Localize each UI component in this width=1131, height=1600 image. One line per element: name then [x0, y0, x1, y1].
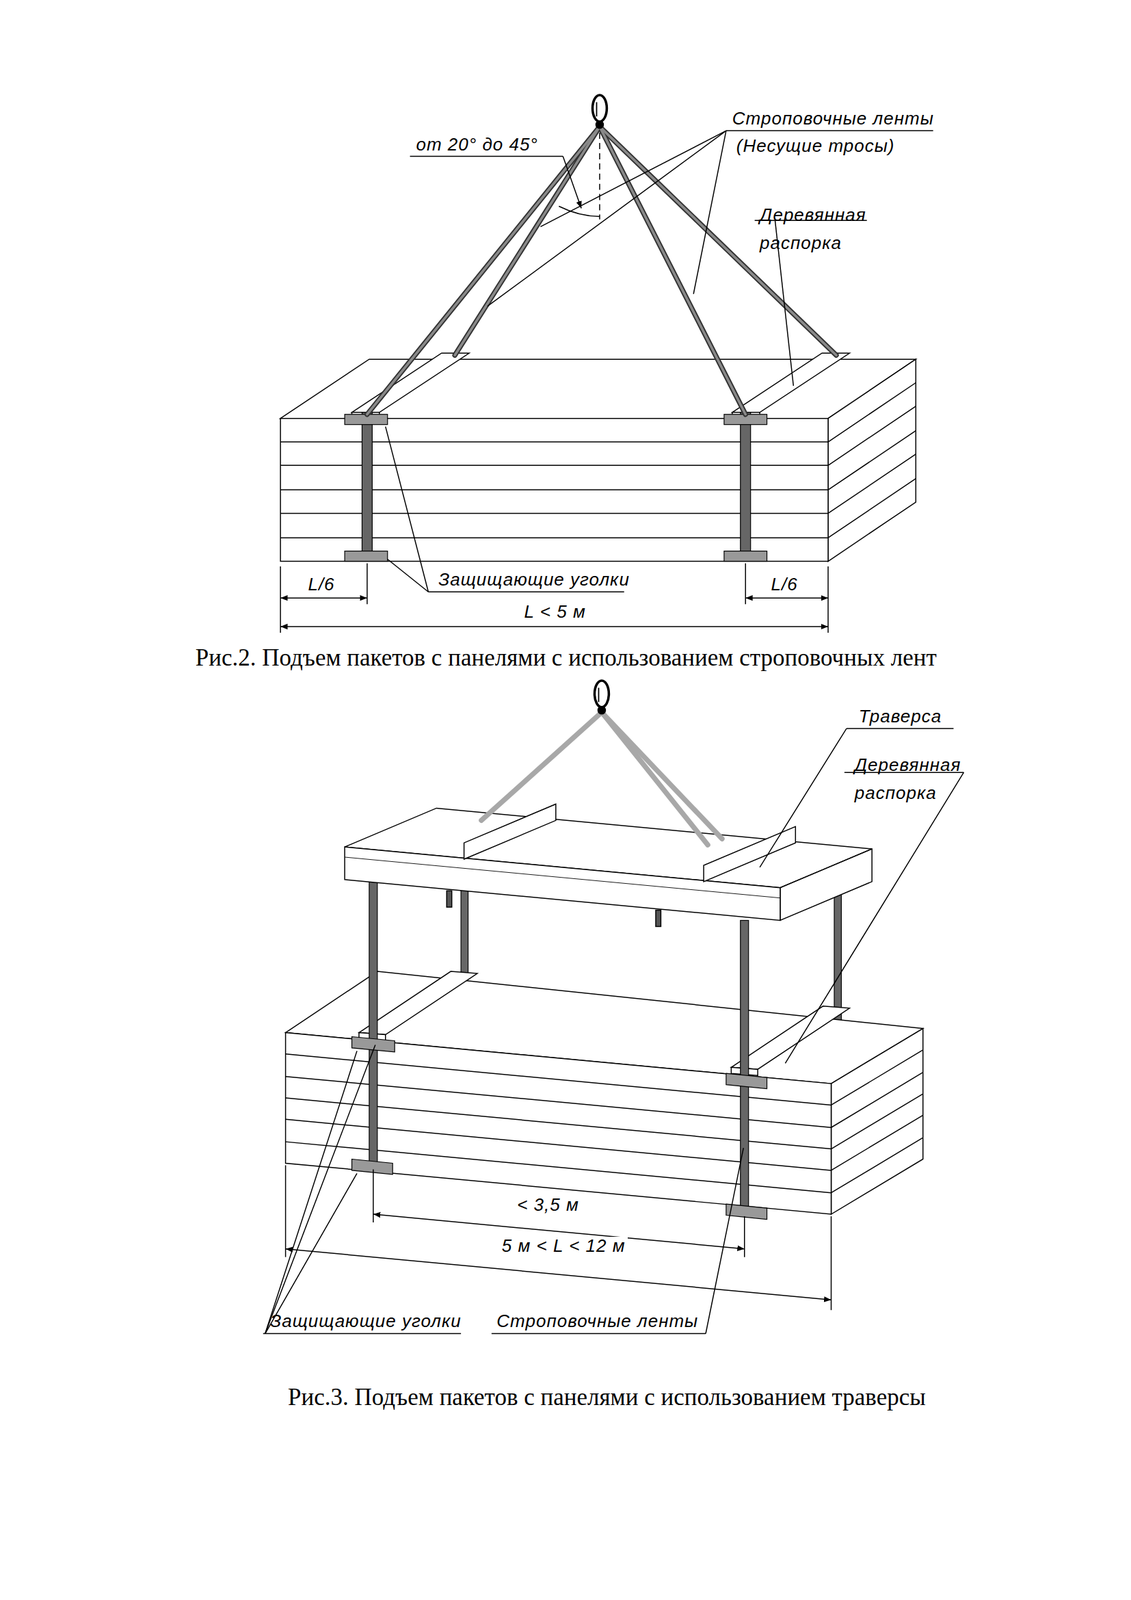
sling-label: (Несущие тросы) — [736, 136, 896, 155]
dimension-line — [280, 562, 829, 632]
leader-line — [385, 130, 934, 592]
crane-hook — [594, 680, 610, 714]
protective-corner — [344, 414, 767, 562]
figure-caption: Рис.2. Подъем пакетов с панелями с испол… — [195, 645, 937, 670]
figure-caption: Рис.3. Подъем пакетов с панелями с испол… — [287, 1384, 926, 1409]
leader-line — [263, 728, 965, 1333]
sling-strap — [361, 412, 751, 560]
crane-hook — [592, 95, 608, 128]
corner-label: Защищающие уголки — [438, 570, 630, 589]
dimension-label: L < 5 м — [522, 602, 589, 621]
dimension-label: 5 м < L < 12 м — [499, 1236, 628, 1255]
dimension-line — [285, 1164, 832, 1310]
sling-line — [367, 126, 837, 415]
corner-label: Защищающие уголки — [270, 1311, 462, 1330]
protective-corner — [352, 1036, 768, 1220]
angle-mark — [410, 132, 600, 220]
spacer-label: Деревянная распорка — [759, 201, 867, 258]
sling-strap — [369, 879, 749, 1212]
sling-label: Строповочные ленты — [496, 1311, 699, 1330]
dimension-label: < 3,5 м — [514, 1195, 582, 1214]
wooden-spacer — [358, 970, 850, 1075]
dimension-label: L/6 — [769, 575, 801, 593]
dimension-label: L/6 — [305, 575, 337, 593]
panel-package — [280, 358, 916, 561]
angle-label: от 20° до 45° — [416, 135, 539, 154]
traverse-beam — [344, 803, 872, 926]
wooden-spacer — [352, 352, 850, 418]
traverse-label: Траверса — [858, 707, 942, 725]
spacer-label: Деревянная распорка — [854, 750, 962, 808]
sling-line — [481, 711, 723, 845]
panel-package — [285, 970, 924, 1214]
sling-label: Строповочные ленты — [732, 109, 935, 128]
